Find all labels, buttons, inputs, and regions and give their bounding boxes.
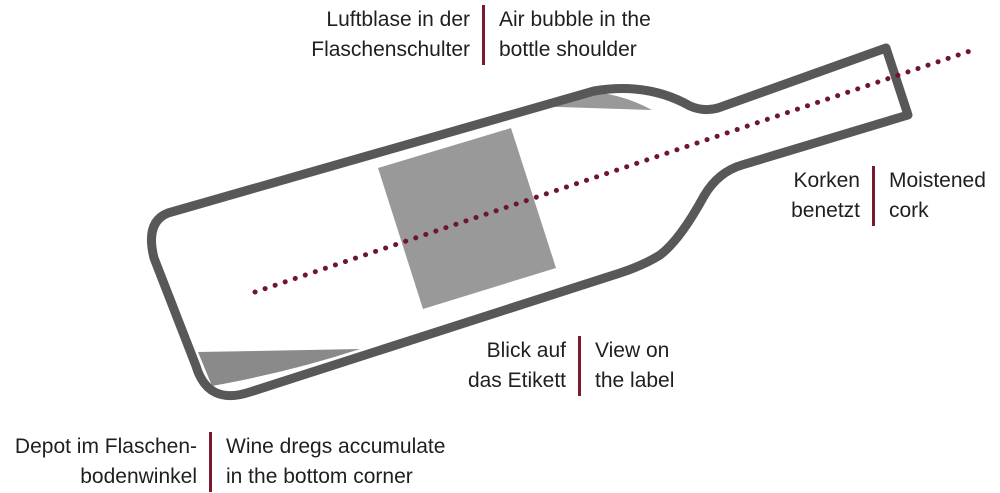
callout-air-bubble-german: Luftblase in der Flaschenschulter — [300, 5, 482, 65]
callout-text-line: Blick auf — [486, 339, 566, 362]
callout-text-line: Depot im Flaschen- — [14, 435, 197, 458]
callout-label-german: Blick auf das Etikett — [450, 336, 578, 396]
callout-text-line: Korken — [793, 169, 860, 192]
callout-divider — [482, 5, 485, 65]
bottle-label — [378, 128, 556, 309]
callout-text-line: in the bottom corner — [226, 465, 413, 488]
callout-text-line: cork — [889, 199, 929, 222]
callout-divider — [578, 336, 581, 396]
callout-dregs-german: Depot im Flaschen- bodenwinkel — [0, 432, 209, 492]
callout-divider — [209, 432, 212, 492]
bottle-outline — [147, 43, 913, 401]
callout-text-line: Luftblase in der — [326, 8, 470, 31]
callout-cork: Korken benetzt Moistened cork — [770, 166, 986, 226]
callout-text-line: benetzt — [791, 199, 860, 222]
callout-text-line: Wine dregs accumulate — [226, 435, 446, 458]
callout-text-line: Moistened — [889, 169, 986, 192]
callout-text-line: das Etikett — [467, 369, 566, 392]
callout-label: Blick auf das Etikett View on the label — [450, 336, 674, 396]
bottle-axis-dotted — [252, 48, 973, 295]
callout-text-line: Flaschenschulter — [311, 38, 470, 61]
callout-dregs: Depot im Flaschen- bodenwinkel Wine dreg… — [0, 432, 445, 492]
callout-cork-german: Korken benetzt — [770, 166, 872, 226]
callout-text-line: View on — [595, 339, 670, 362]
callout-air-bubble: Luftblase in der Flaschenschulter Air bu… — [300, 5, 651, 65]
air-bubble-shape — [528, 93, 652, 110]
callout-dregs-english: Wine dregs accumulate in the bottom corn… — [212, 432, 445, 492]
sediment-shape — [198, 349, 360, 386]
callout-text-line: bodenwinkel — [80, 465, 197, 488]
callout-text-line: bottle shoulder — [499, 38, 637, 61]
callout-text-line: the label — [595, 369, 675, 392]
callout-divider — [872, 166, 875, 226]
callout-air-bubble-english: Air bubble in the bottle shoulder — [485, 5, 651, 65]
callout-label-english: View on the label — [581, 336, 674, 396]
callout-cork-english: Moistened cork — [875, 166, 986, 226]
callout-text-line: Air bubble in the — [499, 8, 651, 31]
